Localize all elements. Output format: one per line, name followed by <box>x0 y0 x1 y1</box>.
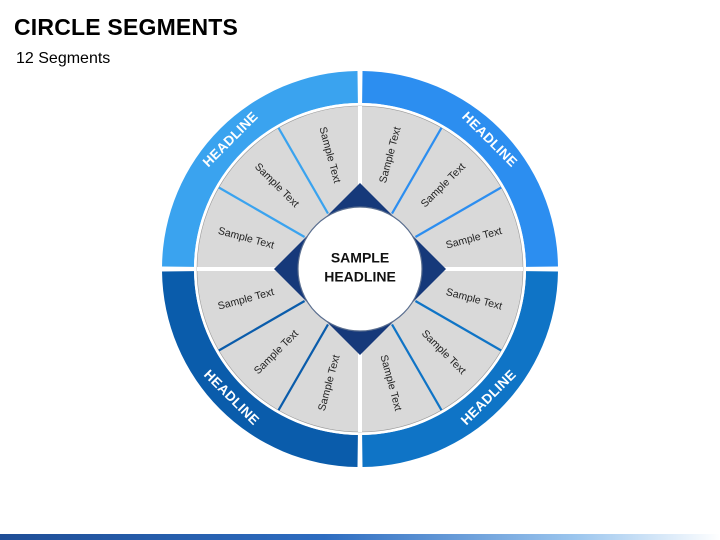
segment-divider <box>277 127 329 215</box>
segment-divider <box>391 127 443 215</box>
center-headline-line2: HEADLINE <box>324 269 396 285</box>
segment-divider <box>414 300 502 352</box>
segment-divider <box>277 323 329 411</box>
segment-divider <box>391 323 443 411</box>
segment-divider <box>414 186 502 238</box>
quadrant-top-left[interactable] <box>162 71 358 267</box>
center-headline-line1: SAMPLE <box>331 250 389 266</box>
center-circle[interactable] <box>297 206 423 332</box>
footer-bar <box>0 534 720 540</box>
segment-dividers <box>197 106 523 432</box>
segment-divider <box>218 186 306 238</box>
slide-title: CIRCLE SEGMENTS <box>14 14 239 40</box>
quadrant-top-right[interactable] <box>362 71 558 267</box>
quadrant-bottom-left[interactable] <box>162 271 358 467</box>
slide-subtitle: 12 Segments <box>16 50 111 67</box>
center-circle-group <box>297 206 423 332</box>
quadrant-bottom-right[interactable] <box>362 271 558 467</box>
segment-divider <box>218 300 306 352</box>
